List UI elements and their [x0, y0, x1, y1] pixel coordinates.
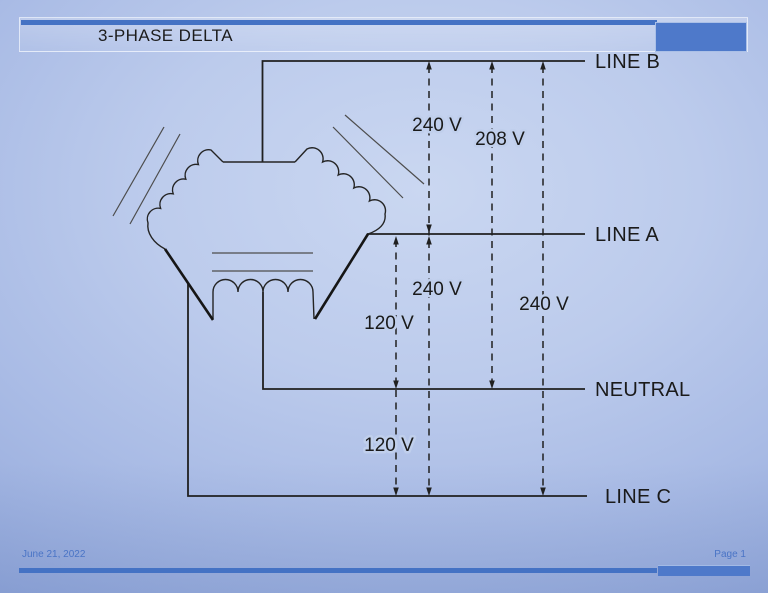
- footer-accent-strip: [19, 568, 657, 573]
- core-marks: [112, 114, 425, 272]
- wire-line-b: [261, 60, 585, 162]
- title-bar: 3-PHASE DELTA: [19, 17, 748, 52]
- label-line-a: LINE A: [595, 224, 659, 246]
- voltage-a-to-c: 240 V: [412, 279, 462, 300]
- voltage-b-to-c: 240 V: [519, 294, 569, 315]
- lead-right: [313, 233, 370, 320]
- label-line-b: LINE B: [595, 51, 660, 73]
- footer-accent-block: [658, 565, 750, 576]
- lead-left: [163, 248, 215, 321]
- footer-date: June 21, 2022: [22, 549, 86, 560]
- core-mark-upper-left: [112, 126, 181, 225]
- delta-windings: [146, 147, 387, 321]
- winding-bottom-center-tapped: [212, 278, 315, 320]
- label-line-c: LINE C: [605, 486, 671, 508]
- wire-neutral: [262, 292, 585, 390]
- title-accent-block: [655, 22, 747, 52]
- voltage-b-to-neutral: 208 V: [475, 129, 525, 150]
- core-mark-bottom: [212, 252, 313, 272]
- wires: [187, 60, 587, 497]
- voltage-a-to-neutral: 120 V: [364, 313, 414, 334]
- measurement-arrowheads: [393, 61, 546, 496]
- line-labels: LINE B LINE A NEUTRAL LINE C: [595, 51, 690, 508]
- voltage-b-to-a: 240 V: [412, 115, 462, 136]
- winding-upper-left: [146, 149, 224, 250]
- core-mark-upper-right: [332, 114, 425, 199]
- winding-upper-right: [294, 147, 387, 235]
- voltage-neutral-to-c: 120 V: [364, 435, 414, 456]
- page-number: Page 1: [714, 549, 746, 560]
- wire-line-c: [187, 283, 587, 497]
- slide-title: 3-PHASE DELTA: [98, 26, 233, 45]
- title-accent-strip: [21, 20, 657, 25]
- label-neutral: NEUTRAL: [595, 379, 690, 401]
- voltage-labels: 240 V 208 V 240 V 120 V 240 V 120 V: [362, 113, 572, 459]
- measurement-lines: [395, 66, 544, 491]
